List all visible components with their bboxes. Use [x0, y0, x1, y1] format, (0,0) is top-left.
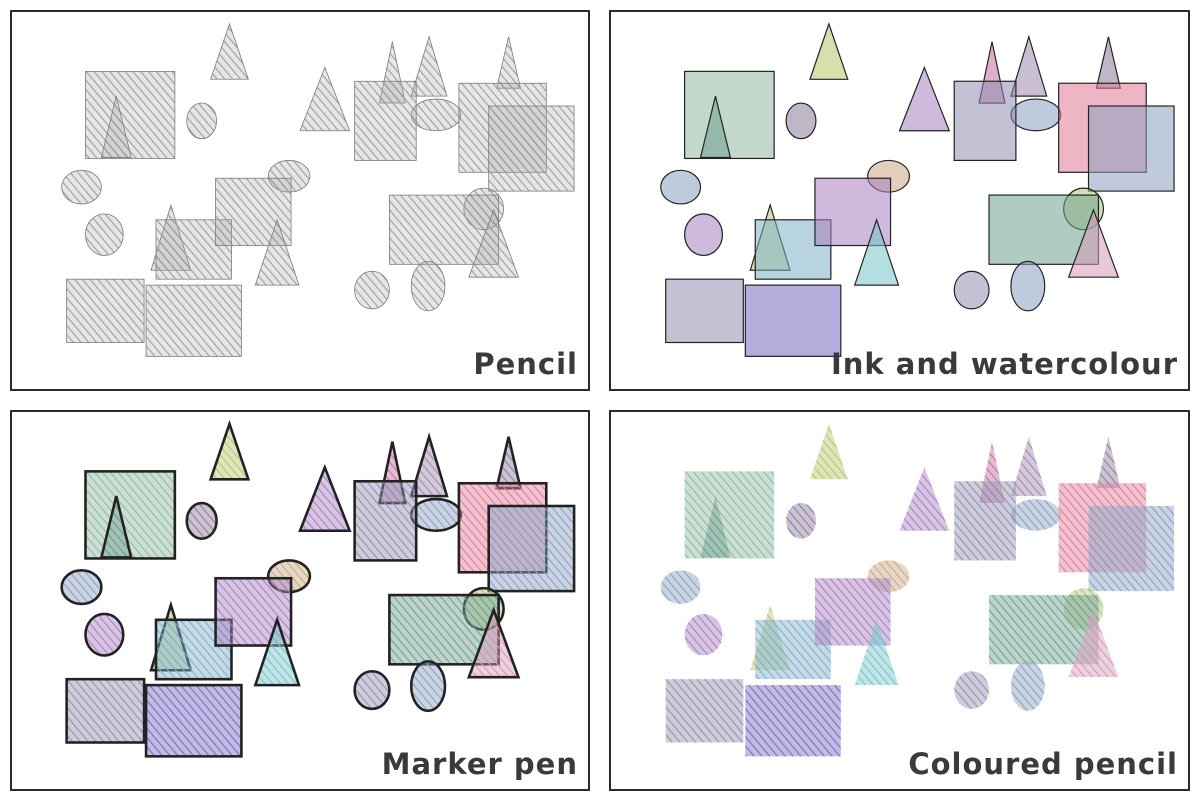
- circle-shape: [684, 613, 723, 656]
- square-shape: [488, 105, 575, 192]
- panel-label: Pencil: [473, 347, 578, 381]
- triangle-shape: [100, 96, 132, 158]
- square-shape: [665, 679, 744, 743]
- circle-shape: [61, 169, 102, 205]
- square-shape: [953, 80, 1017, 162]
- panel-label: Coloured pencil: [908, 747, 1178, 781]
- shapes-canvas: [660, 423, 1175, 757]
- circle-shape: [353, 669, 391, 711]
- triangle-shape: [854, 619, 899, 686]
- square-shape: [744, 284, 842, 357]
- circle-shape: [410, 98, 462, 132]
- triangle-shape: [466, 606, 521, 679]
- triangle-shape: [1010, 34, 1048, 97]
- shapes-canvas: [660, 22, 1175, 357]
- square-shape: [665, 278, 744, 344]
- square-shape: [84, 470, 177, 560]
- square-shape: [65, 677, 146, 744]
- circle-shape: [84, 612, 125, 657]
- triangle-shape: [898, 65, 951, 132]
- square-shape: [144, 683, 243, 758]
- triangle-shape: [99, 495, 133, 559]
- circle-shape: [1010, 98, 1062, 132]
- circle-shape: [786, 503, 816, 539]
- panel-coloured-pencil: Coloured pencil: [609, 410, 1190, 791]
- triangle-shape: [853, 217, 900, 286]
- square-shape: [684, 471, 775, 559]
- triangle-shape: [1067, 208, 1120, 278]
- triangle-shape: [809, 22, 849, 80]
- triangle-shape: [809, 423, 848, 480]
- triangle-shape: [468, 208, 520, 278]
- circle-shape: [1010, 499, 1061, 531]
- panel-ink-and-watercolour: Ink and watercolour: [609, 10, 1190, 391]
- circle-shape: [1010, 260, 1046, 312]
- triangle-shape: [299, 66, 351, 132]
- triangle-shape: [699, 95, 732, 159]
- circle-shape: [60, 569, 103, 606]
- shapes-canvas: [61, 22, 575, 357]
- panel-pencil: Pencil: [10, 10, 590, 391]
- square-shape: [353, 479, 418, 562]
- circle-shape: [785, 102, 817, 140]
- triangle-shape: [899, 467, 950, 531]
- triangle-shape: [409, 432, 449, 498]
- circle-shape: [410, 260, 446, 312]
- triangle-shape: [253, 615, 301, 687]
- square-shape: [1087, 105, 1175, 192]
- triangle-shape: [700, 496, 731, 558]
- circle-shape: [409, 660, 447, 713]
- circle-shape: [85, 213, 124, 256]
- triangle-shape: [1095, 36, 1122, 89]
- circle-shape: [409, 497, 463, 533]
- panel-marker-pen: Marker pen: [10, 410, 590, 791]
- square-shape: [1088, 506, 1175, 592]
- panel-label: Ink and watercolour: [830, 347, 1178, 381]
- circle-shape: [1010, 661, 1045, 711]
- square-shape: [954, 481, 1016, 561]
- triangle-shape: [210, 22, 249, 80]
- circle-shape: [354, 270, 390, 310]
- triangle-shape: [496, 36, 521, 89]
- triangle-shape: [208, 419, 251, 481]
- circle-shape: [684, 213, 724, 257]
- triangle-shape: [1096, 436, 1121, 489]
- panel-label: Marker pen: [381, 747, 578, 781]
- square-shape: [354, 80, 417, 161]
- square-shape: [66, 278, 145, 343]
- circle-shape: [953, 270, 990, 310]
- square-shape: [745, 685, 841, 757]
- triangle-shape: [410, 35, 448, 97]
- square-shape: [145, 284, 242, 357]
- circle-shape: [185, 501, 218, 540]
- circle-shape: [660, 570, 701, 604]
- triangle-shape: [1010, 436, 1047, 497]
- circle-shape: [186, 102, 217, 140]
- circle-shape: [660, 169, 702, 205]
- square-shape: [85, 70, 176, 159]
- square-shape: [487, 504, 576, 593]
- triangle-shape: [254, 218, 300, 286]
- triangle-shape: [298, 463, 352, 533]
- square-shape: [684, 70, 775, 160]
- triangle-shape: [495, 436, 523, 490]
- circle-shape: [954, 671, 990, 709]
- triangle-shape: [1068, 609, 1119, 678]
- shapes-canvas: [60, 419, 576, 758]
